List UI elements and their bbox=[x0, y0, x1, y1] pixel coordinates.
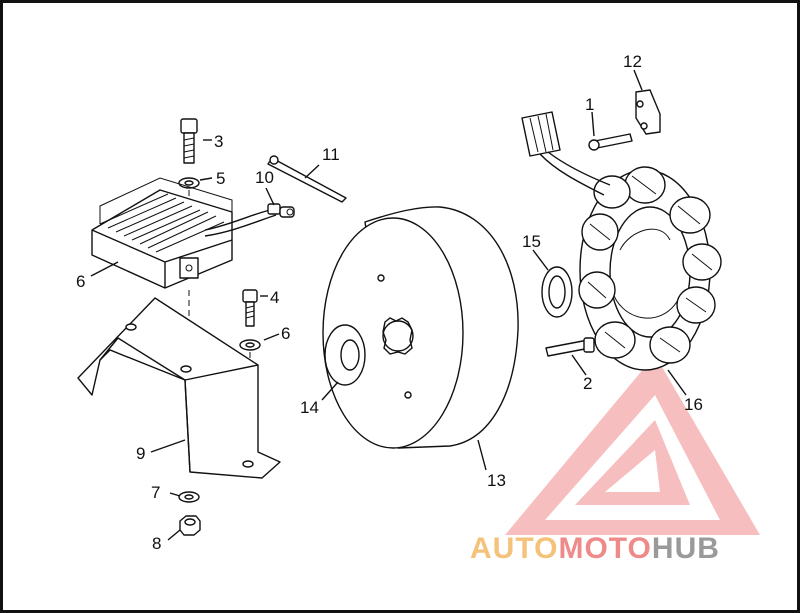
watermark-part-hub: HUB bbox=[651, 532, 720, 565]
callout-6: 6 bbox=[76, 272, 85, 291]
part-screw-2 bbox=[545, 337, 595, 357]
callout-2: 2 bbox=[583, 374, 592, 393]
callout-16: 16 bbox=[684, 395, 703, 414]
callout-14: 14 bbox=[300, 398, 319, 417]
callout-3: 3 bbox=[214, 132, 223, 151]
part-regulator-6 bbox=[91, 177, 233, 289]
callout-6-second: 6 bbox=[281, 324, 290, 343]
part-spacer-14 bbox=[324, 324, 366, 386]
part-cable-strap-11 bbox=[267, 155, 347, 203]
callout-15: 15 bbox=[522, 232, 541, 251]
part-nut-8 bbox=[179, 515, 201, 536]
part-stator-16 bbox=[578, 166, 722, 371]
callout-1: 1 bbox=[585, 95, 594, 114]
callout-11: 11 bbox=[322, 145, 340, 164]
watermark-part-moto: MOTO bbox=[558, 532, 652, 565]
watermark-logo-icon bbox=[505, 355, 760, 535]
callout-13: 13 bbox=[487, 471, 506, 490]
callout-10: 10 bbox=[255, 168, 274, 187]
part-bolt-3 bbox=[180, 118, 198, 164]
part-stator-connector bbox=[521, 111, 611, 196]
callout-9: 9 bbox=[136, 444, 145, 463]
callout-7: 7 bbox=[151, 483, 160, 502]
part-washer-6 bbox=[239, 339, 261, 351]
callout-8: 8 bbox=[152, 534, 161, 553]
part-screw-1 bbox=[588, 133, 633, 151]
watermark-text: AUTOMOTOHUB bbox=[470, 532, 720, 566]
part-washer-7 bbox=[178, 491, 200, 503]
callout-5: 5 bbox=[216, 169, 225, 188]
part-washer-15 bbox=[541, 266, 573, 318]
leader-lines bbox=[90, 69, 687, 541]
part-bracket-9 bbox=[77, 297, 281, 479]
callout-4: 4 bbox=[270, 288, 279, 307]
callout-12: 12 bbox=[623, 52, 642, 71]
part-bolt-4 bbox=[242, 289, 258, 327]
part-clamp-12 bbox=[635, 89, 661, 135]
part-rotor-13 bbox=[322, 206, 519, 449]
watermark-part-auto: AUTO bbox=[470, 532, 559, 565]
